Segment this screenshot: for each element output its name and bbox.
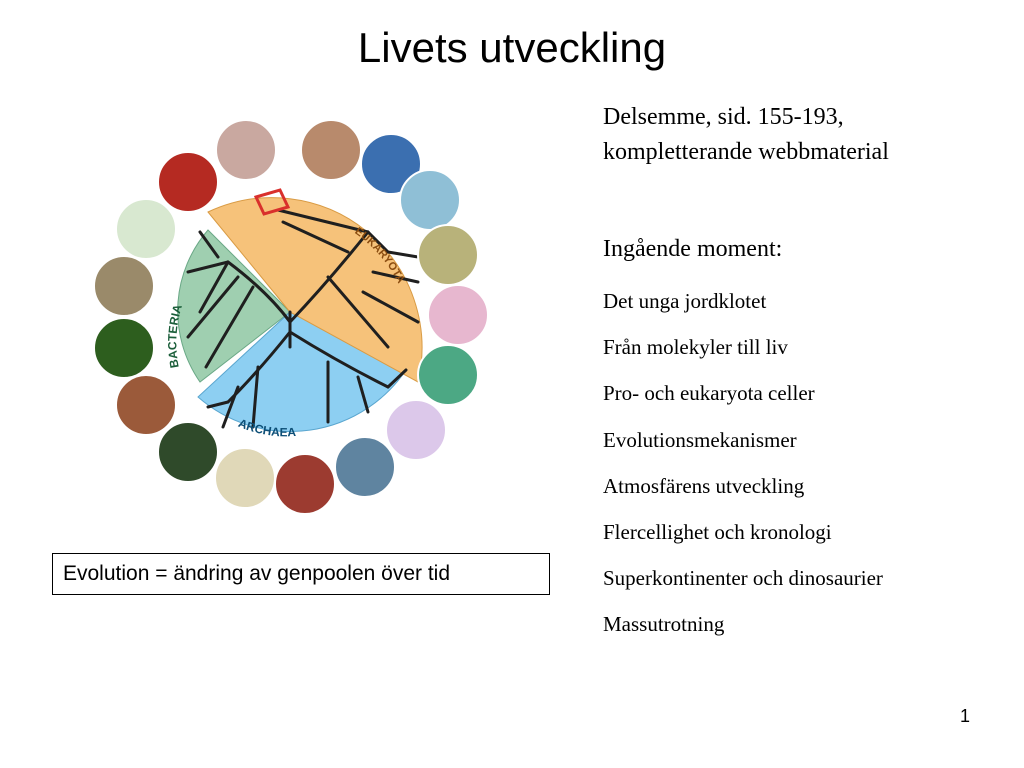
topic-item: Pro- och eukaryota celler	[603, 381, 815, 406]
tree-of-life-figure: BACTERIA ARCHAEA EUKARYOTA	[93, 119, 488, 515]
organism-photo	[399, 169, 461, 231]
topic-item: Evolutionsmekanismer	[603, 427, 797, 452]
organism-photo	[214, 447, 276, 509]
organism-photo-ring	[93, 119, 488, 515]
organism-photo	[157, 151, 219, 213]
organism-photo	[93, 255, 155, 317]
topic-list: Det unga jordklotet Från molekyler till …	[603, 286, 883, 656]
highlight-outline	[253, 188, 291, 216]
organism-photo	[157, 421, 219, 483]
reference-line: kompletterande webbmaterial	[603, 139, 889, 165]
page-number: 1	[959, 706, 970, 726]
archaea-region	[197, 311, 409, 432]
organism-photo	[115, 198, 177, 260]
organism-photo	[300, 119, 362, 181]
organism-photo	[417, 344, 479, 406]
slide-title: Livets utveckling	[357, 24, 667, 71]
organism-photo	[385, 399, 447, 461]
organism-photo	[274, 453, 336, 515]
organism-photo	[360, 133, 422, 195]
topic-item: Atmosfärens utveckling	[603, 473, 805, 498]
topic-item: Massutrotning	[603, 612, 725, 637]
organism-photo	[417, 224, 479, 286]
reference-line: Delsemme, sid. 155-193,	[603, 104, 844, 130]
topic-item: Det unga jordklotet	[603, 289, 767, 313]
organism-photo	[427, 284, 488, 346]
organism-photo	[334, 436, 396, 498]
organism-photo	[215, 119, 277, 181]
organism-photo	[93, 317, 155, 379]
reference-text: Delsemme, sid. 155-193, kompletterande w…	[603, 100, 1003, 170]
definition-box: Evolution = ändring av genpoolen över ti…	[52, 553, 550, 595]
organism-photo	[115, 374, 177, 436]
moments-heading: Ingående moment:	[603, 236, 783, 262]
tree-branches	[186, 208, 420, 429]
topic-item: Flercellighet och kronologi	[603, 519, 832, 544]
topic-item: Superkontinenter och dinosaurier	[603, 566, 883, 591]
topic-item: Från molekyler till liv	[603, 335, 788, 360]
